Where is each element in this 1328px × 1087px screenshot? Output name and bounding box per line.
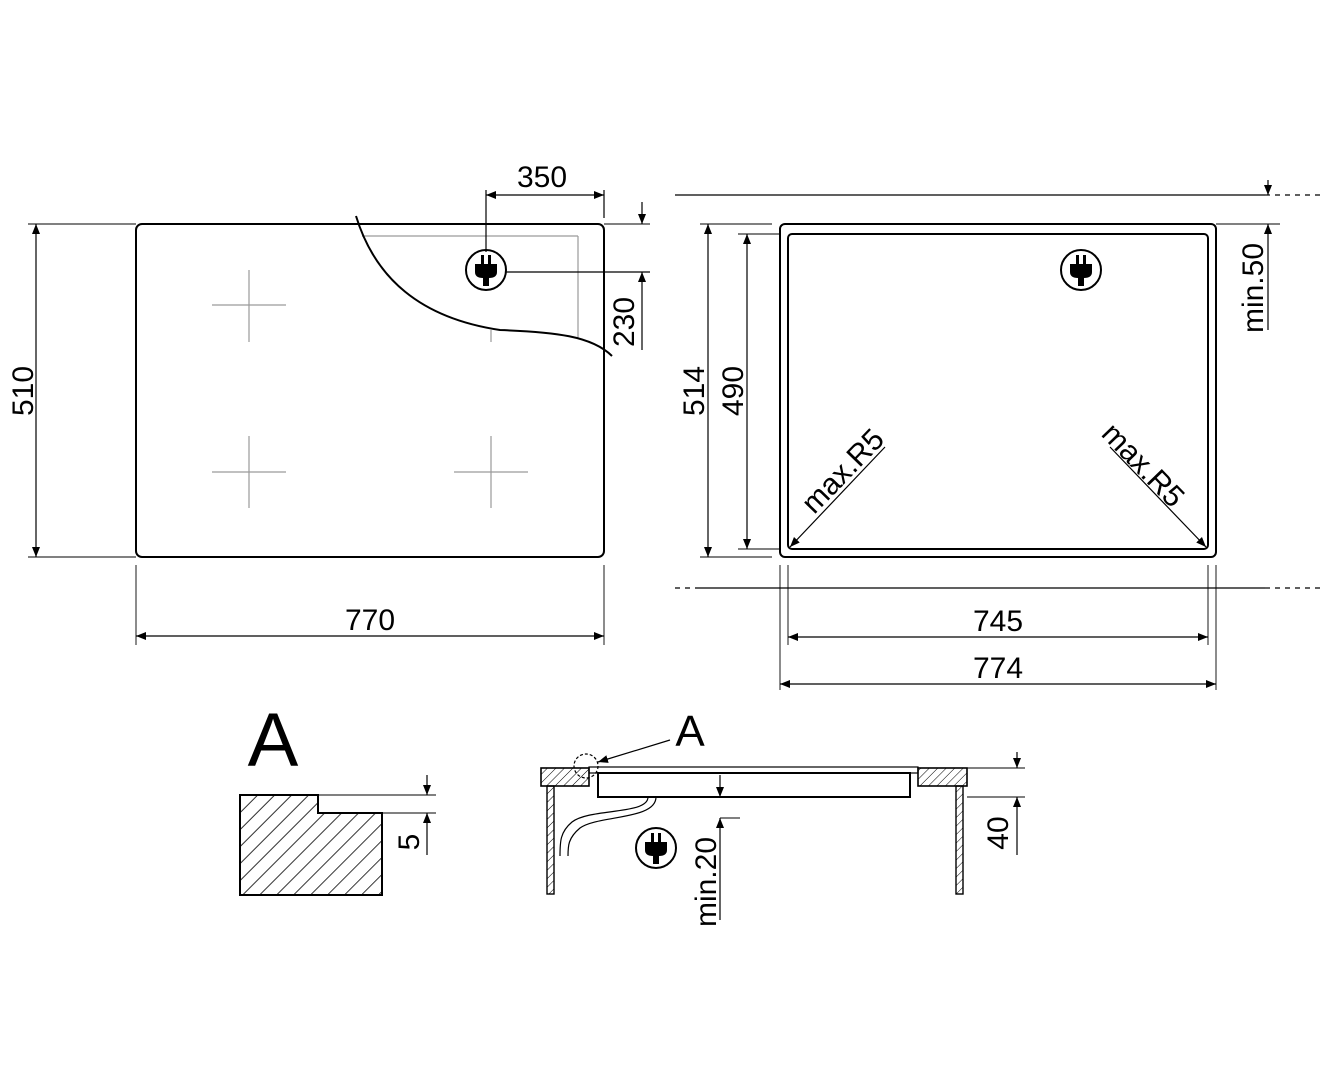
section-callout-label: A xyxy=(675,707,705,756)
dim-350-label: 350 xyxy=(517,161,567,194)
hob-outline xyxy=(135,223,605,558)
dim-230-label: 230 xyxy=(608,297,641,347)
dim-40-label: 40 xyxy=(982,816,1015,849)
cutout-outline xyxy=(787,233,1209,550)
radius-right-label: max.R5 xyxy=(1095,417,1191,514)
section-view: A min.20 40 xyxy=(540,707,1025,927)
cooking-zone-marks xyxy=(212,235,579,508)
cutout-top-view: 514 490 min.50 max.R5 max.R5 745 774 xyxy=(675,180,1325,690)
cabinet-side-right xyxy=(955,785,964,895)
dim-min20-label: min.20 xyxy=(690,837,723,927)
outer-outline xyxy=(779,223,1217,558)
dim-5-label: 5 xyxy=(393,834,426,851)
dim-514-label: 514 xyxy=(678,366,711,416)
plug-icon xyxy=(465,249,507,291)
worktop-left xyxy=(540,767,590,787)
hob-body xyxy=(597,772,911,798)
dim-774-label: 774 xyxy=(973,652,1023,685)
detail-a-label: A xyxy=(248,698,299,783)
power-cable xyxy=(559,796,649,857)
dim-770-label: 770 xyxy=(345,604,395,637)
cabinet-side-left xyxy=(546,785,555,895)
cutaway-curve xyxy=(355,215,613,357)
detail-a-profile xyxy=(239,794,383,896)
dim-510-label: 510 xyxy=(7,366,40,416)
plug-icon xyxy=(1060,249,1102,291)
radius-left-label: max.R5 xyxy=(795,423,891,520)
plug-icon xyxy=(635,827,677,869)
dim-min50-label: min.50 xyxy=(1237,243,1270,333)
hob-top-view: 350 230 510 770 xyxy=(7,161,650,645)
dim-745-label: 745 xyxy=(973,605,1023,638)
detail-a: A 5 xyxy=(239,698,436,896)
dim-490-label: 490 xyxy=(717,366,750,416)
worktop-right xyxy=(917,767,968,787)
